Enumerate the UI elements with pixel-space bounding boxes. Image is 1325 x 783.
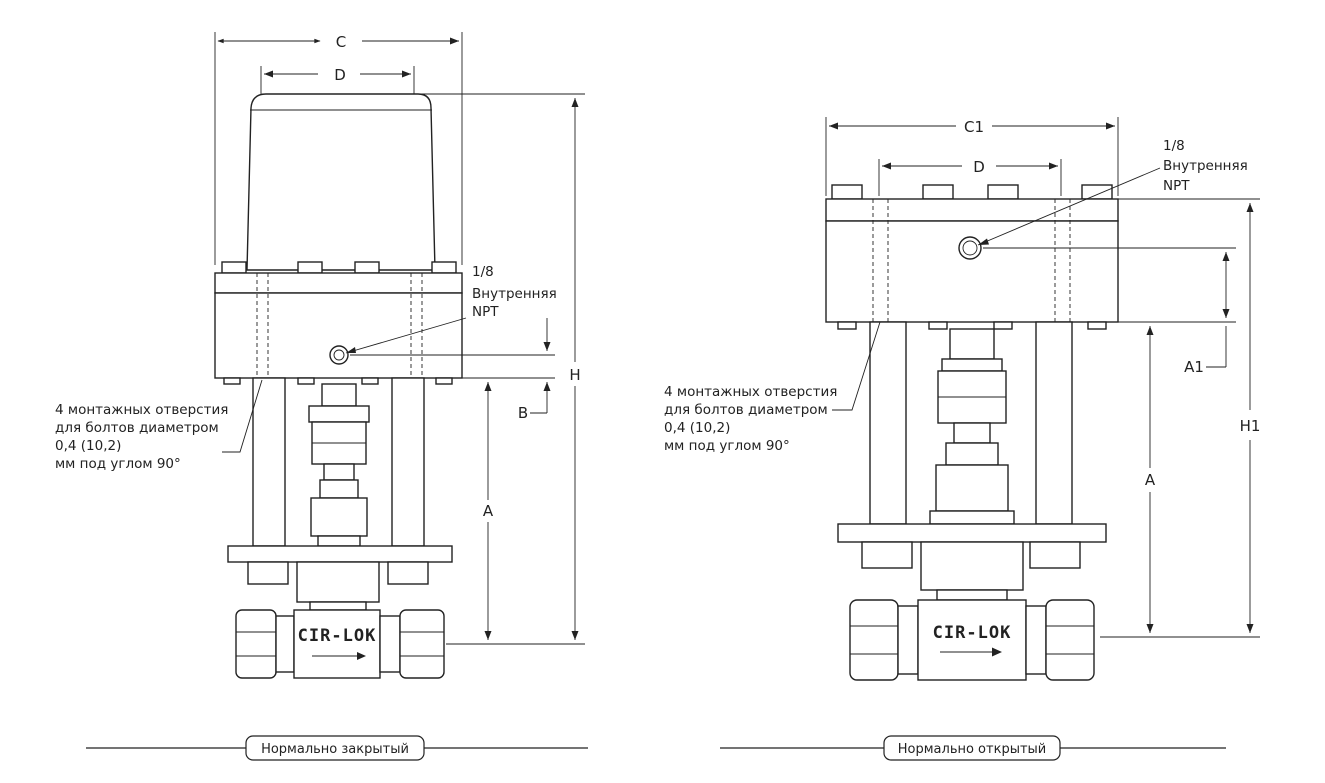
holes-note-right-line-4: мм под углом 90° [664,438,790,454]
holes-note-right-line-2: для болтов диаметром [664,402,828,418]
dimension-c: C [214,32,463,265]
holes-note-line-1: 4 монтажных отверстия [55,402,228,418]
base-plate [227,545,453,563]
caption-normally-closed: Нормально закрытый [86,735,588,761]
base-plate-right [837,523,1107,543]
valve-body-right [917,599,1027,681]
holes-note-right-line-1: 4 монтажных отверстия [664,384,837,400]
dimension-a: A [462,377,555,640]
normally-closed-view: C D [55,32,588,761]
flange-bolts-top-right [831,184,1113,200]
port-callout-right: 1/8 Внутренняя NPT [977,138,1248,246]
standoff-left-right [869,321,907,525]
dimension-a-right: A [1118,321,1236,633]
dim-label-d-right: D [973,158,985,176]
upper-flange-right [825,198,1119,222]
holes-note-line-2: для болтов диаметром [55,420,219,436]
caption-label: Нормально закрытый [261,742,409,757]
port-label-right-line-2: Внутренняя [1163,158,1248,174]
flange-bolts-bottom [223,377,453,385]
actuator-body-right [825,220,1119,323]
valve-stem [308,383,370,547]
end-fitting-right-right [1045,599,1095,681]
dim-label-b: B [518,404,528,422]
air-port-right [958,236,982,260]
standoff-left [252,377,286,547]
standoff-right-right [1035,321,1073,525]
flow-arrow-right [992,647,1002,657]
port-label-right-line-1: 1/8 [1163,138,1185,154]
actuator-body [214,292,463,379]
brand-logo-right: CIR-LOK [933,623,1012,643]
dim-label-a-right: A [1145,471,1156,489]
port-label-line-2: Внутренняя [472,286,557,302]
end-fitting-left-right [849,599,899,681]
end-fitting-right [399,609,445,679]
dim-label-a1: A1 [1184,358,1204,376]
dimension-d: D [260,66,415,96]
dimension-b: B [350,318,555,422]
flow-arrow [357,652,366,660]
holes-note-right-line-3: 0,4 (10,2) [664,420,730,436]
upper-flange [214,272,463,294]
holes-note-line-3: 0,4 (10,2) [55,438,121,454]
dimension-h1: H1 [1100,198,1261,638]
mounting-holes-callout-right: 4 монтажных отверстия для болтов диаметр… [664,321,881,454]
base-nuts [247,561,429,611]
dim-label-c1: C1 [964,118,984,136]
brand-logo: CIR-LOK [298,626,377,646]
dim-label-h1: H1 [1240,417,1261,435]
air-port [329,345,349,365]
end-fitting-left [235,609,277,679]
flange-bolts-bottom-right [837,321,1107,330]
actuator-cap [246,93,436,271]
port-label-line-1: 1/8 [472,264,494,280]
caption-normally-open: Нормально открытый [720,735,1226,761]
dimension-c1: C1 [825,117,1119,196]
standoff-right [391,377,425,547]
port-label-right-line-3: NPT [1163,178,1190,194]
dim-label-d: D [334,66,346,84]
port-label-line-3: NPT [472,304,499,320]
normally-open-view: C1 D [664,117,1261,761]
dim-label-c: C [336,33,346,51]
dimension-a1: A1 [983,247,1236,376]
dimension-h: H [420,93,585,645]
dim-label-a: A [483,502,494,520]
caption-label-right: Нормально открытый [898,742,1047,757]
dim-label-h: H [569,366,580,384]
dimension-d-right: D [878,158,1062,196]
port-callout: 1/8 Внутренняя NPT [345,264,557,354]
base-nuts-right [861,541,1081,601]
valve-stem-right [929,328,1015,525]
mounting-holes-callout: 4 монтажных отверстия для болтов диаметр… [55,379,263,472]
holes-note-line-4: мм под углом 90° [55,456,181,472]
